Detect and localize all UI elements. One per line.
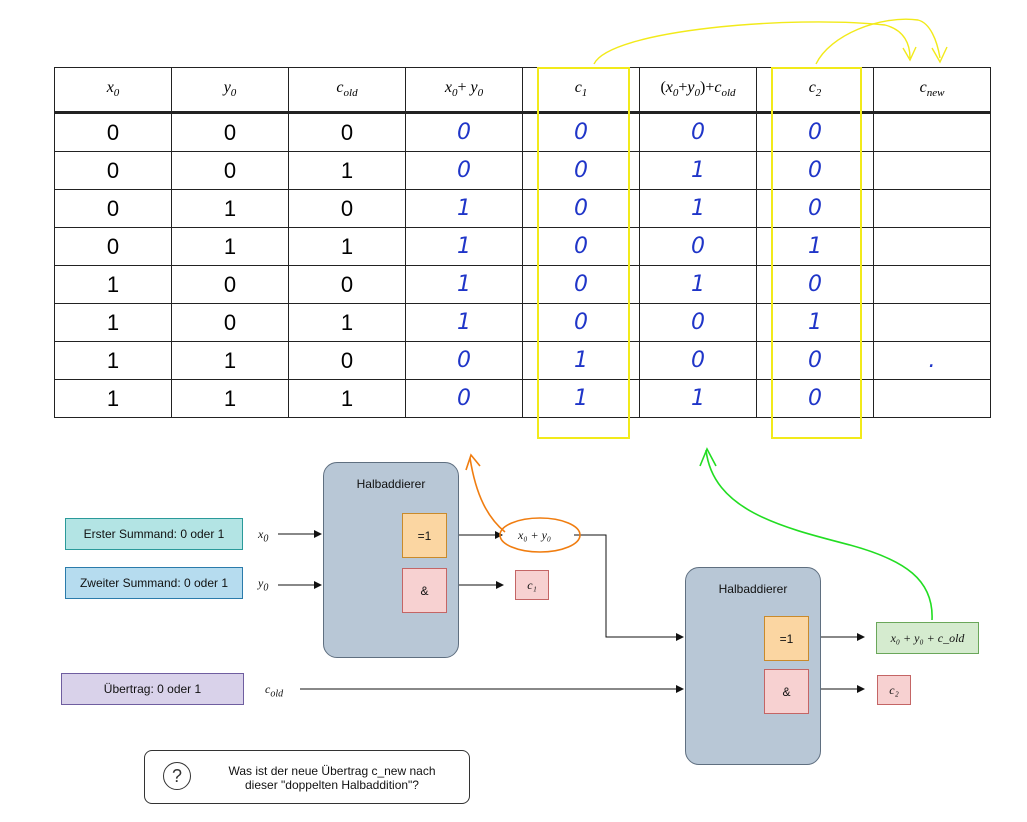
output-sum1-label: x₀ + y₀ — [518, 528, 552, 542]
header-x0-plus-y0: x0+ y0 — [405, 67, 523, 113]
wire-sum1-to-ha2 — [574, 534, 684, 641]
half-adder-1-xor-gate: =1 — [402, 513, 447, 558]
table-cell — [873, 227, 991, 266]
half-adder-2: Halbaddierer — [685, 567, 821, 765]
table-cell: 0 — [756, 265, 874, 304]
table-cell: 1 — [171, 227, 289, 266]
table-cell: 0 — [405, 151, 523, 190]
table-cell: 1 — [54, 341, 172, 380]
input-first-summand: Erster Summand: 0 oder 1 — [65, 518, 243, 550]
table-cell: 0 — [405, 341, 523, 380]
output-sum2: x₀ + y₀ + c_old — [876, 622, 979, 654]
table-cell: 0 — [54, 151, 172, 190]
table-cell: 1 — [639, 265, 757, 304]
question-box: ? Was ist der neue Übertrag c_new nach d… — [144, 750, 470, 804]
table-cell: 0 — [171, 151, 289, 190]
label-x0: x0 — [258, 527, 269, 545]
highlight-c2-column — [771, 67, 862, 439]
table-cell: 1 — [639, 189, 757, 228]
question-line-1: Was ist der neue Übertrag c_new nach — [228, 764, 436, 778]
table-cell: 1 — [405, 265, 523, 304]
table-cell: 0 — [54, 227, 172, 266]
table-cell: 1 — [405, 303, 523, 342]
table-cell: 0 — [756, 111, 874, 152]
yellow-annotation — [593, 18, 948, 65]
orange-annotation — [465, 453, 581, 553]
table-cell: 0 — [522, 227, 640, 266]
half-adder-1-title: Halbaddierer — [356, 477, 426, 491]
table-cell: 1 — [54, 265, 172, 304]
header-c-old: cold — [288, 67, 406, 113]
question-circle-icon: ? — [163, 762, 191, 790]
truth-table: x0 y0 cold x0+ y0 c1 (x0+y0)+cold c2 cne… — [54, 67, 991, 418]
table-cell: 0 — [756, 341, 874, 380]
header-sum-plus-cold: (x0+y0)+cold — [639, 67, 757, 113]
half-adder-2-title: Halbaddierer — [718, 582, 788, 596]
output-c1: c₁ — [515, 570, 549, 600]
table-cell: 1 — [405, 227, 523, 266]
table-cell: 1 — [288, 379, 406, 418]
half-adder-1: Halbaddierer — [323, 462, 459, 658]
table-cell — [873, 303, 991, 342]
input-second-summand: Zweiter Summand: 0 oder 1 — [65, 567, 243, 599]
green-annotation — [699, 447, 933, 621]
label-c-old: cold — [265, 682, 284, 700]
header-c-new: cnew — [873, 67, 991, 113]
table-cell: 0 — [522, 189, 640, 228]
input-carry: Übertrag: 0 oder 1 — [61, 673, 244, 705]
table-cell: 0 — [639, 341, 757, 380]
table-cell: 1 — [288, 151, 406, 190]
table-cell: 1 — [171, 379, 289, 418]
table-cell: 0 — [639, 227, 757, 266]
table-cell: 1 — [522, 341, 640, 380]
label-y0: y0 — [258, 576, 269, 594]
table-cell — [873, 111, 991, 152]
table-header-row: x0 y0 cold x0+ y0 c1 (x0+y0)+cold c2 cne… — [54, 67, 991, 113]
table-cell: 0 — [171, 303, 289, 342]
half-adder-2-xor-gate: =1 — [764, 616, 809, 661]
table-cell: 0 — [639, 303, 757, 342]
half-adder-2-and-gate: & — [764, 669, 809, 714]
table-cell: 0 — [522, 265, 640, 304]
table-cell: 0 — [405, 111, 523, 152]
output-c2: c₂ — [877, 675, 911, 705]
table-cell — [873, 379, 991, 418]
table-cell: 1 — [522, 379, 640, 418]
question-line-2: dieser "doppelten Halbaddition"? — [245, 778, 419, 792]
table-cell: 1 — [405, 189, 523, 228]
header-x0: x0 — [54, 67, 172, 113]
table-cell: 0 — [639, 111, 757, 152]
table-cell: 1 — [288, 227, 406, 266]
table-cell: 0 — [522, 111, 640, 152]
table-cell: 0 — [171, 111, 289, 152]
question-text: Was ist der neue Übertrag c_new nach die… — [207, 764, 457, 792]
half-adder-1-and-gate: & — [402, 568, 447, 613]
table-cell: 0 — [288, 341, 406, 380]
highlight-c1-column — [537, 67, 630, 439]
table-cell: 0 — [756, 379, 874, 418]
table-cell: 1 — [54, 379, 172, 418]
